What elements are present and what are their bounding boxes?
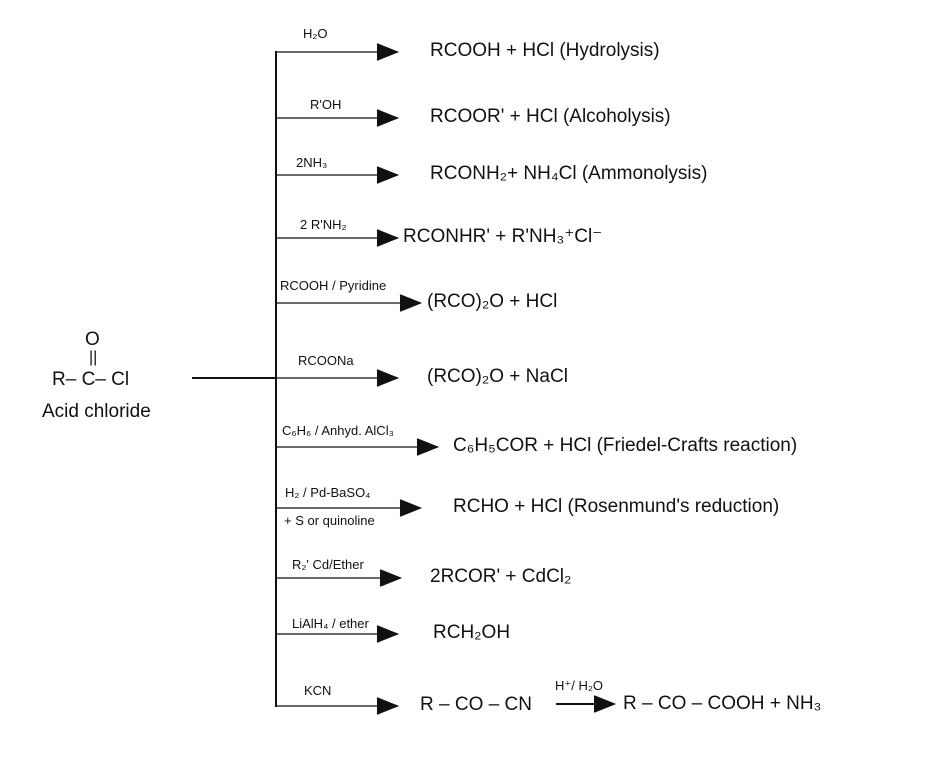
product-label: R – CO – CN — [420, 694, 532, 715]
product-label: RCHO + HCl (Rosenmund's reduction) — [453, 496, 780, 517]
second-reaction-arrow-head — [593, 695, 617, 713]
reaction-arrow-7-head — [416, 438, 440, 456]
reagent-label: R'OH — [310, 97, 342, 112]
product-label: RCOOR' + HCl (Alcoholysis) — [430, 106, 671, 127]
reagent-label: RCOONa — [298, 353, 354, 368]
product-label: RCONHR' + R'NH₃⁺Cl⁻ — [403, 226, 603, 247]
reagent-label: KCN — [304, 683, 332, 698]
reagent-label-below: + S or quinoline — [284, 513, 375, 528]
reaction-arrow-11-head — [376, 697, 400, 715]
second-reagent-label: H⁺/ H₂O — [555, 678, 604, 693]
product-label: RCONH₂+ NH₄Cl (Ammonolysis) — [430, 163, 708, 184]
product-label: (RCO)₂O + HCl — [427, 291, 558, 312]
acid-chloride-label: Acid chloride — [42, 401, 151, 422]
reagent-label: LiAlH₄ / ether — [292, 616, 369, 631]
reaction-arrow-1-head — [376, 43, 400, 61]
reagent-label: 2 R'NH₂ — [300, 217, 347, 232]
product-label: RCH₂OH — [433, 622, 511, 643]
product-label: 2RCOR' + CdCl₂ — [430, 566, 572, 587]
second-product-label: R – CO – COOH + NH₃ — [623, 693, 822, 714]
reaction-arrow-6-head — [376, 369, 400, 387]
reagent-label: C₆H₆ / Anhyd. AlCl₃ — [282, 423, 394, 438]
product-label: (RCO)₂O + NaCl — [427, 366, 568, 387]
reaction-arrow-5-head — [399, 294, 423, 312]
product-label: RCOOH + HCl (Hydrolysis) — [430, 40, 660, 61]
double-bond: || — [89, 349, 98, 366]
acid-chloride-formula: R– C– Cl — [52, 369, 130, 390]
product-label: C₆H₅COR + HCl (Friedel-Crafts reaction) — [453, 435, 798, 456]
reaction-arrow-10-head — [376, 625, 400, 643]
carbonyl-oxygen: O — [85, 329, 100, 350]
reaction-arrow-3-head — [376, 166, 400, 184]
reaction-arrow-4-head — [376, 229, 400, 247]
reagent-label: H₂ / Pd-BaSO₄ — [285, 485, 371, 500]
reagent-label: R₂' Cd/Ether — [292, 557, 364, 572]
reagent-label: RCOOH / Pyridine — [280, 278, 387, 293]
reagent-label: H₂O — [303, 26, 328, 41]
reagent-label: 2NH₃ — [296, 155, 328, 170]
reaction-arrow-9-head — [379, 569, 403, 587]
reaction-arrow-8-head — [399, 499, 423, 517]
reaction-arrow-2-head — [376, 109, 400, 127]
